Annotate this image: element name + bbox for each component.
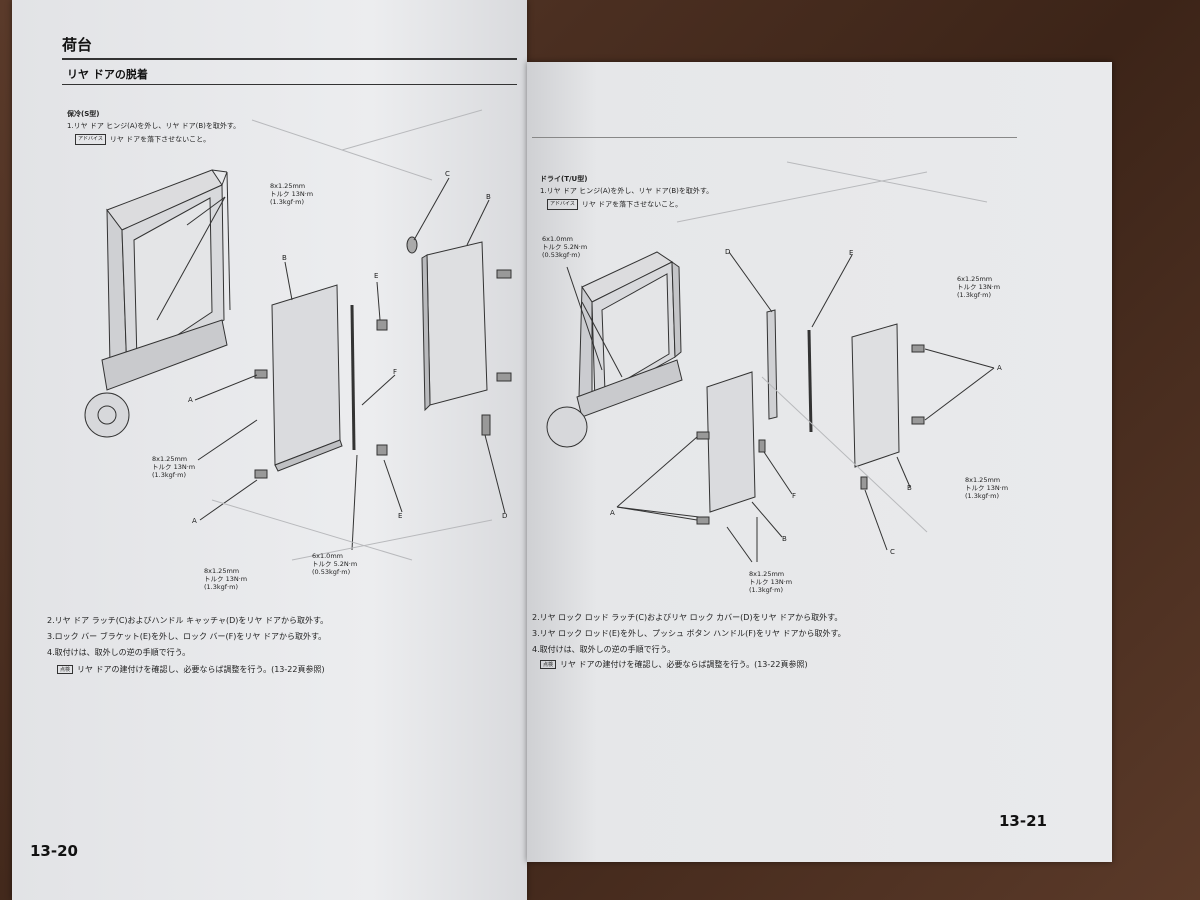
step-1-right: 1.リヤ ドア ヒンジ(A)を外し、リヤ ドア(B)を取外す。 bbox=[540, 187, 714, 195]
label-a-right-top: A bbox=[997, 364, 1002, 372]
label-a-right-bottom: A bbox=[610, 509, 615, 517]
label-c-right: C bbox=[890, 548, 895, 556]
label-d-right: D bbox=[725, 248, 731, 256]
note-line-right: 点検リヤ ドアの建付けを確認し、必要ならば調整を行う。(13-22頁参照) bbox=[540, 659, 808, 670]
label-f: F bbox=[393, 368, 398, 376]
note-text-right: リヤ ドアの建付けを確認し、必要ならば調整を行う。(13-22頁参照) bbox=[560, 660, 808, 669]
step-4: 4.取付けは、取外しの逆の手順で行う。 bbox=[47, 648, 191, 657]
note-badge: 点検 bbox=[57, 665, 74, 674]
label-d: D bbox=[502, 512, 508, 520]
right-page: ドライ(T/U型) 1.リヤ ドア ヒンジ(A)を外し、リヤ ドア(B)を取外す… bbox=[527, 62, 1112, 862]
step-3: 3.ロック バー ブラケット(E)を外し、ロック バー(F)をリヤ ドアから取外… bbox=[47, 632, 327, 641]
caution-line: アドバイスリヤ ドアを落下させないこと。 bbox=[75, 134, 210, 145]
model-heading: 保冷(S型) bbox=[67, 110, 100, 118]
label-b-right: B bbox=[907, 484, 912, 492]
label-e-right: E bbox=[849, 249, 854, 257]
left-exploded-diagram bbox=[84, 109, 512, 561]
label-c: C bbox=[445, 170, 450, 178]
left-page: 荷台 リヤ ドアの脱着 保冷(S型) 1.リヤ ドア ヒンジ(A)を外し、リヤ … bbox=[12, 0, 527, 900]
label-a-top: A bbox=[188, 396, 193, 404]
label-a-bottom: A bbox=[192, 517, 197, 525]
note-badge-right: 点検 bbox=[540, 660, 557, 669]
label-f-right: F bbox=[792, 492, 797, 500]
step-1: 1.リヤ ドア ヒンジ(A)を外し、リヤ ドア(B)を取外す。 bbox=[67, 122, 241, 130]
caution-badge: アドバイス bbox=[75, 134, 106, 145]
caution-badge-right: アドバイス bbox=[547, 199, 578, 210]
model-heading-right: ドライ(T/U型) bbox=[540, 175, 588, 183]
caution-line-right: アドバイスリヤ ドアを落下させないこと。 bbox=[547, 199, 682, 210]
section-rule bbox=[62, 84, 517, 85]
chapter-title: 荷台 bbox=[62, 36, 93, 54]
label-b-right-bottom: B bbox=[782, 535, 787, 543]
header-rule bbox=[532, 137, 1017, 138]
right-exploded-diagram bbox=[546, 161, 995, 563]
caution-text: リヤ ドアを落下させないこと。 bbox=[109, 135, 211, 144]
label-e-top: E bbox=[374, 272, 379, 280]
step-3-right: 3.リヤ ロック ロッド(E)を外し、プッシュ ボタン ハンドル(F)をリヤ ド… bbox=[532, 629, 846, 638]
section-title: リヤ ドアの脱着 bbox=[67, 68, 148, 81]
caution-text-right: リヤ ドアを落下させないこと。 bbox=[581, 200, 683, 209]
chapter-rule bbox=[62, 58, 517, 60]
label-b: B bbox=[282, 254, 287, 262]
step-2: 2.リヤ ドア ラッチ(C)およびハンドル キャッチャ(D)をリヤ ドアから取外… bbox=[47, 616, 329, 625]
page-number-right: 13-21 bbox=[999, 812, 1047, 830]
note-line: 点検リヤ ドアの建付けを確認し、必要ならば調整を行う。(13-22頁参照) bbox=[57, 664, 325, 675]
step-4-right: 4.取付けは、取外しの逆の手順で行う。 bbox=[532, 645, 676, 654]
page-number-left: 13-20 bbox=[30, 842, 78, 860]
label-b-top: B bbox=[486, 193, 491, 201]
label-e-bottom: E bbox=[398, 512, 403, 520]
note-text: リヤ ドアの建付けを確認し、必要ならば調整を行う。(13-22頁参照) bbox=[77, 665, 325, 674]
step-2-right: 2.リヤ ロック ロッド ラッチ(C)およびリヤ ロック カバー(D)をリヤ ド… bbox=[532, 613, 843, 622]
